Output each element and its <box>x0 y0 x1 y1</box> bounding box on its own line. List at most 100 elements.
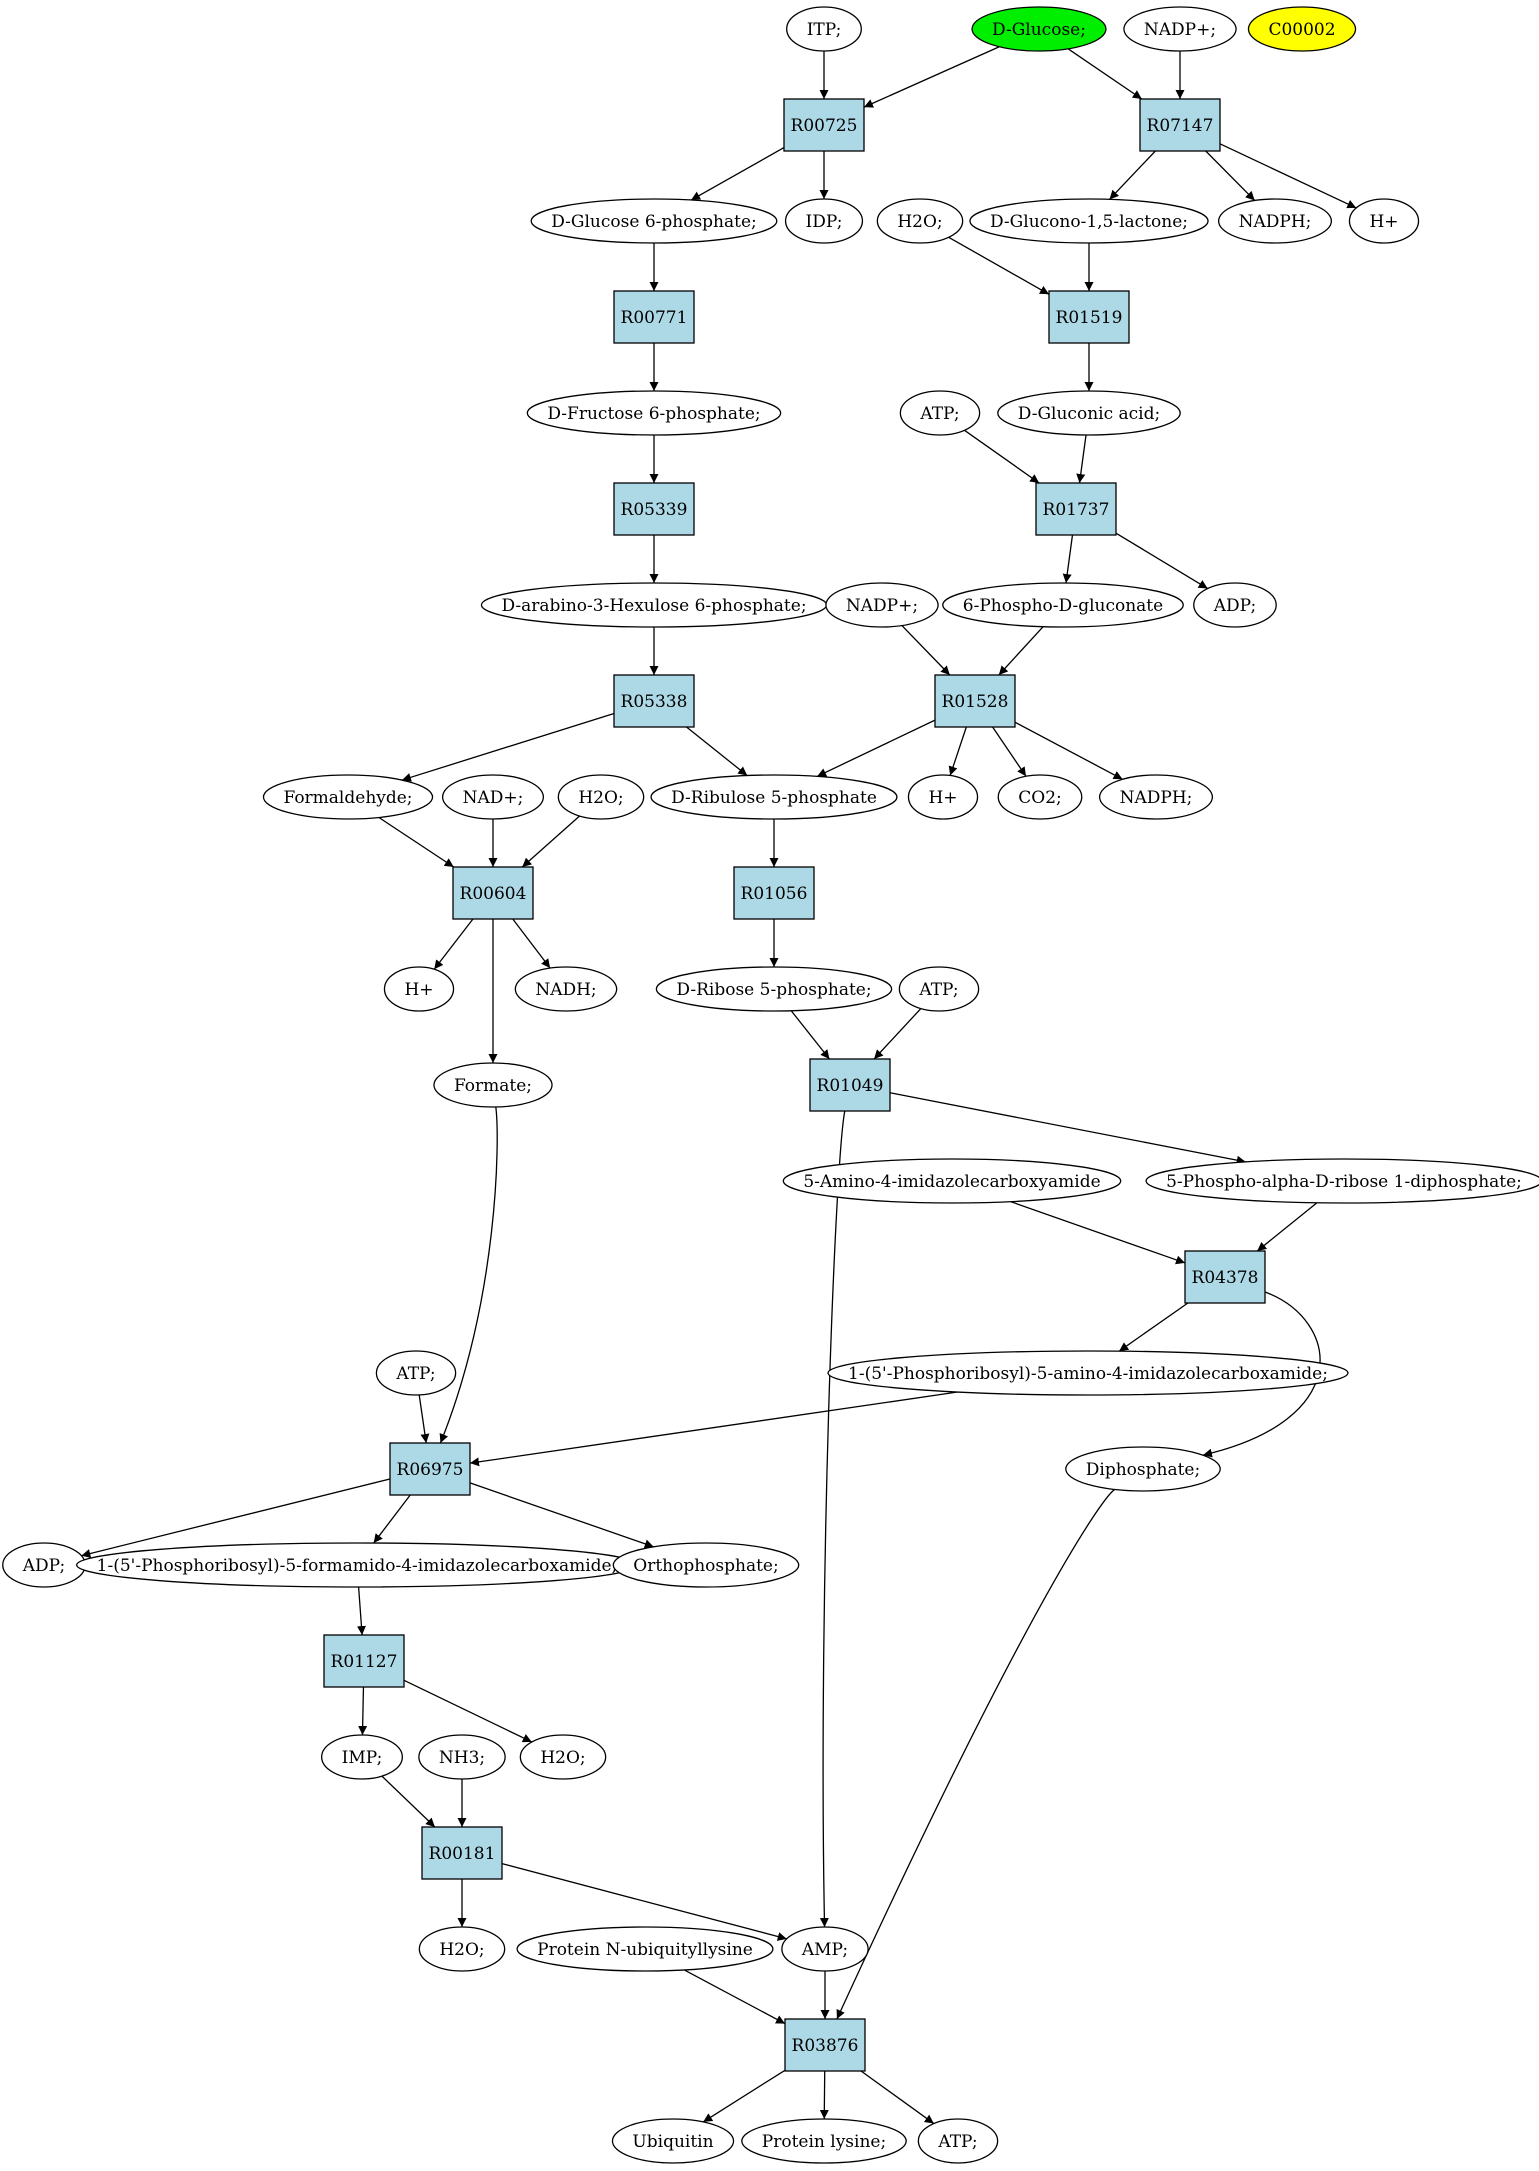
compound-node-h2o-3: H2O; <box>519 1734 607 1780</box>
node-label: 5-Phospho-alpha-D-ribose 1-diphosphate; <box>1166 1172 1522 1192</box>
node-label: R07147 <box>1147 116 1214 136</box>
reaction-node-r01049: R01049 <box>809 1058 891 1112</box>
node-label: H+ <box>928 788 957 808</box>
edge-formaldehyde-to-r00604 <box>378 816 455 868</box>
node-label: ATP; <box>395 1364 435 1384</box>
compound-node-imp: IMP; <box>321 1734 403 1780</box>
node-label: R05339 <box>621 500 688 520</box>
edge-gluconic-to-r01737 <box>1076 434 1087 484</box>
compound-ellipse <box>557 774 645 820</box>
edge-r07147-to-nadph-1 <box>1205 150 1256 201</box>
compound-ellipse <box>650 774 898 820</box>
node-label: Protein N-ubiquityllysine <box>537 1940 753 1960</box>
edge-r01127-to-h2o-3 <box>403 1679 533 1743</box>
compound-ellipse <box>741 2118 907 2164</box>
compound-node-co2: CO2; <box>997 774 1083 820</box>
reaction-node-r01127: R01127 <box>323 1634 405 1688</box>
compound-ellipse <box>418 1734 506 1780</box>
compound-node-nadph-2: NADPH; <box>1098 774 1214 820</box>
edge-imp-to-r00181 <box>381 1775 436 1828</box>
edge-r01528-to-nadph-2 <box>1014 721 1123 780</box>
reaction-box <box>934 674 1016 728</box>
reaction-box <box>613 674 695 728</box>
compound-node-pgluconate: 6-Phospho-D-gluconate <box>942 582 1184 628</box>
node-label: D-Glucose 6-phosphate; <box>551 212 757 232</box>
node-label: CO2; <box>1018 788 1062 808</box>
node-label: R06975 <box>397 1460 464 1480</box>
node-label: C00002 <box>1268 20 1335 40</box>
compound-node-formate: Formate; <box>433 1062 553 1108</box>
compound-ellipse <box>1065 1446 1221 1492</box>
compound-ellipse <box>530 198 778 244</box>
compound-ellipse <box>942 582 1184 628</box>
compound-ellipse <box>611 2118 735 2164</box>
node-label: ATP; <box>919 404 959 424</box>
reaction-node-r00771: R00771 <box>613 290 695 344</box>
compound-node-nh3: NH3; <box>418 1734 506 1780</box>
edge-r5p-to-r01049 <box>790 1010 830 1060</box>
edge-protnubq-to-r03876 <box>683 1969 786 2025</box>
edge-formate-to-r06975 <box>439 1106 498 1444</box>
compound-ellipse <box>433 1062 553 1108</box>
node-label: R05338 <box>621 692 688 712</box>
reaction-box <box>784 2018 866 2072</box>
reaction-node-r03876: R03876 <box>784 2018 866 2072</box>
compound-ellipse <box>262 774 434 820</box>
edge-r06975-to-adp-2 <box>81 1478 391 1558</box>
node-label: R01056 <box>741 884 808 904</box>
compound-node-h2o-2: H2O; <box>557 774 645 820</box>
edge-faicar-to-r01127 <box>356 1586 366 1636</box>
compound-ellipse <box>1098 774 1214 820</box>
compound-ellipse <box>441 774 545 820</box>
compound-ellipse <box>899 390 981 436</box>
compound-node-amp: AMP; <box>781 1926 869 1972</box>
edge-r01528-to-hplus-2 <box>948 726 967 776</box>
compound-node-ubiquitin: Ubiquitin <box>611 2118 735 2164</box>
edge-r01049-to-amp <box>819 1110 846 1928</box>
node-label: H2O; <box>540 1748 585 1768</box>
node-label: H+ <box>1369 212 1398 232</box>
node-label: Formaldehyde; <box>283 788 412 808</box>
compound-node-hexulose: D-arabino-3-Hexulose 6-phosphate; <box>480 582 828 628</box>
edge-r01049-to-prpp <box>889 1092 1246 1165</box>
reaction-box <box>1139 98 1221 152</box>
node-label: AMP; <box>801 1940 848 1960</box>
compound-ellipse <box>825 582 939 628</box>
compound-node-nadpplus2: NADP+; <box>825 582 939 628</box>
compound-ellipse <box>781 1926 869 1972</box>
compound-node-atp-3: ATP; <box>375 1350 457 1396</box>
compound-node-itp: ITP; <box>786 6 862 52</box>
node-label: IMP; <box>342 1748 383 1768</box>
node-label: 1-(5'-Phosphoribosyl)-5-amino-4-imidazol… <box>848 1364 1328 1384</box>
compound-node-aica: 5-Amino-4-imidazolecarboxyamide <box>782 1158 1122 1204</box>
node-label: R00181 <box>429 1844 496 1864</box>
node-label: ADP; <box>22 1556 65 1576</box>
compound-ellipse <box>907 774 979 820</box>
node-label: Diphosphate; <box>1086 1460 1200 1480</box>
node-label: NAD+; <box>463 788 524 808</box>
compound-node-nadph-1: NADPH; <box>1217 198 1333 244</box>
edge-r05338-to-formaldehyde <box>401 712 615 782</box>
compound-ellipse <box>782 1158 1122 1204</box>
compound-node-aicar: 1-(5'-Phosphoribosyl)-5-amino-4-imidazol… <box>827 1350 1349 1396</box>
reaction-node-r00181: R00181 <box>421 1826 503 1880</box>
compound-node-c00002: C00002 <box>1247 6 1357 52</box>
compound-node-g6p: D-Glucose 6-phosphate; <box>530 198 778 244</box>
node-label: NADH; <box>535 980 596 1000</box>
compound-ellipse <box>1247 6 1357 52</box>
compound-ellipse <box>383 966 455 1012</box>
edge-r04378-to-aicar <box>1118 1302 1189 1352</box>
node-label: D-Glucose; <box>992 20 1086 40</box>
compound-node-nadh: NADH; <box>514 966 618 1012</box>
node-label: Protein lysine; <box>762 2132 886 2152</box>
node-label: H+ <box>404 980 433 1000</box>
edge-r00604-to-nadh <box>512 918 551 969</box>
edge-r00725-to-g6p <box>690 147 785 201</box>
node-label: R01528 <box>942 692 1009 712</box>
reaction-box <box>733 866 815 920</box>
reaction-box <box>1048 290 1130 344</box>
compound-ellipse <box>514 966 618 1012</box>
compound-node-protlys: Protein lysine; <box>741 2118 907 2164</box>
